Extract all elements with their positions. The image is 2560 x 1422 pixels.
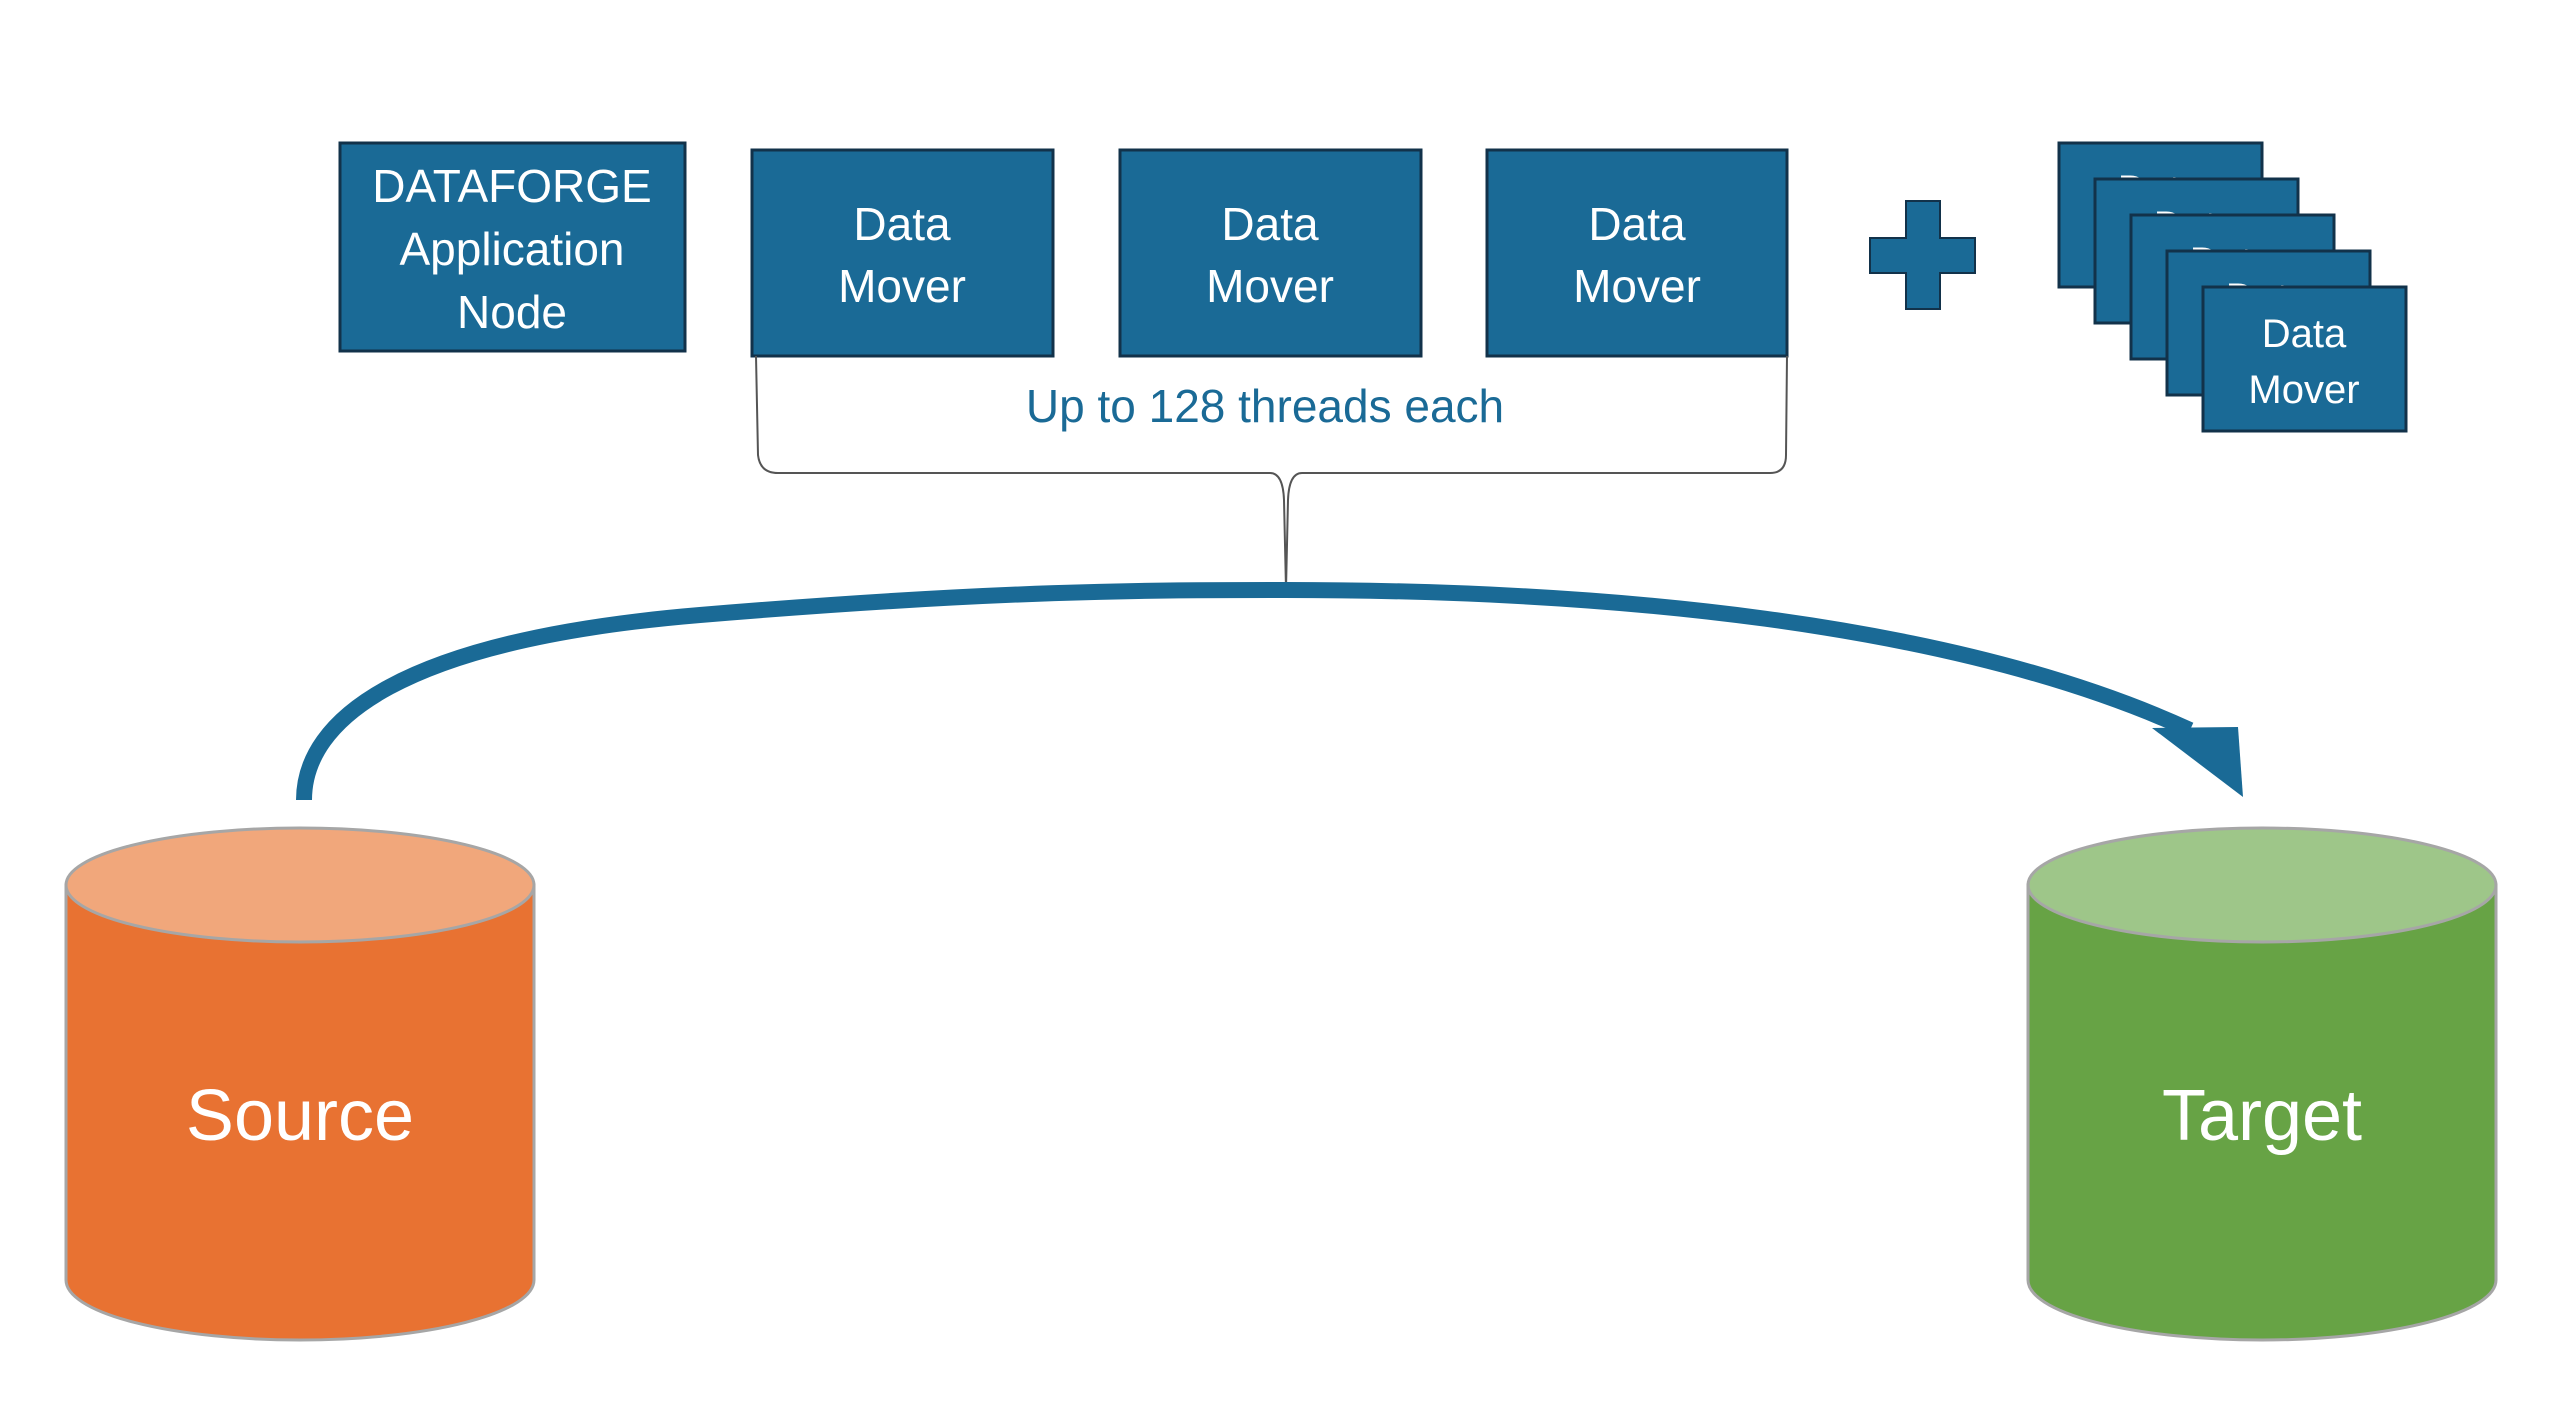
target-cylinder: Target — [2026, 826, 2498, 1342]
app-node-box: DATAFORGE Application Node — [338, 141, 687, 353]
target-label: Target — [2162, 1076, 2362, 1156]
data-mover-3-line-1: Data — [1588, 198, 1686, 250]
data-mover-3-line-2: Mover — [1573, 260, 1701, 312]
data-mover-2-line-1: Data — [1221, 198, 1319, 250]
flow-arrow — [296, 581, 2194, 801]
source-label: Source — [186, 1076, 414, 1156]
data-mover-2-line-2: Mover — [1206, 260, 1334, 312]
source-cylinder: Source — [64, 826, 536, 1342]
data-mover-1-line-2: Mover — [838, 260, 966, 312]
data-mover-box-3: Data Mover — [1485, 148, 1789, 358]
data-mover-1-line-1: Data — [853, 198, 951, 250]
stacked-data-mover-5-line-2: Mover — [2248, 368, 2359, 412]
plus-icon — [1869, 200, 1976, 310]
data-mover-box-1: Data Mover — [750, 148, 1055, 358]
stacked-data-mover-5-line-1: Data — [2262, 312, 2347, 356]
arrow-head-icon — [2152, 727, 2243, 797]
app-node-line-3: Node — [457, 286, 567, 338]
app-node-line-1: DATAFORGE — [372, 160, 651, 212]
app-node-line-2: Application — [399, 223, 624, 275]
stacked-data-movers: DataMoverDataMoverDataMoverDataMoverData… — [2057, 141, 2408, 433]
data-mover-box-2: Data Mover — [1118, 148, 1423, 358]
threads-label: Up to 128 threads each — [1026, 380, 1504, 432]
